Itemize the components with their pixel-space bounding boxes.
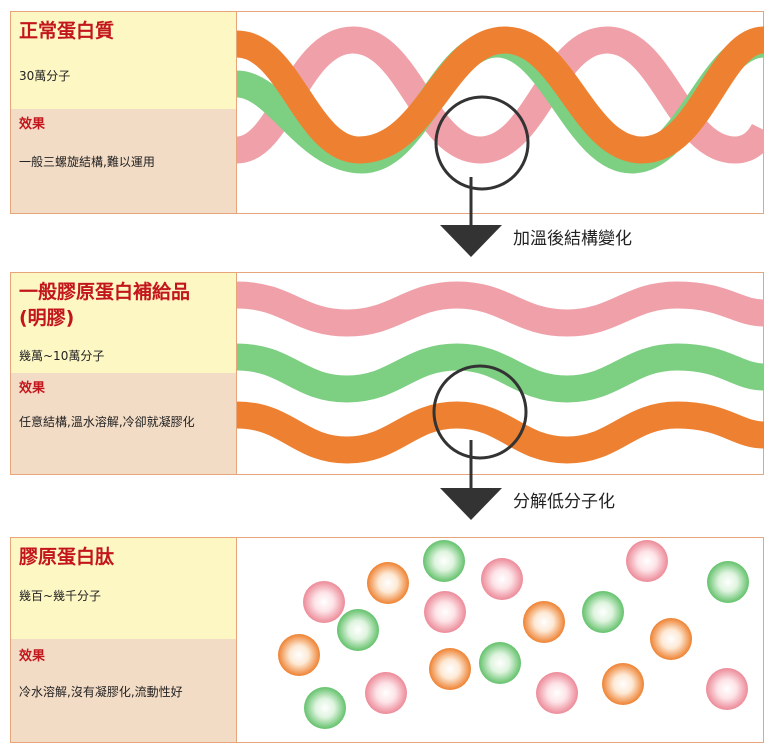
pink-particle-icon — [626, 540, 668, 582]
panel-title: 一般膠原蛋白補給品 — [19, 281, 191, 303]
molecular-size: 幾百~幾千分子 — [19, 589, 102, 603]
orange-particle-icon — [367, 562, 409, 604]
orange-strand — [237, 26, 764, 164]
info-column: 膠原蛋白肽 幾百~幾千分子 效果 冷水溶解,沒有凝膠化,流動性好 — [11, 538, 237, 742]
info-effect: 效果 冷水溶解,沒有凝膠化,流動性好 — [11, 639, 236, 742]
green-particle-icon — [479, 642, 521, 684]
triple-helix-diagram — [237, 26, 764, 191]
green-particle-icon — [707, 561, 749, 603]
pink-particle-icon — [303, 581, 345, 623]
green-particle-icon — [337, 609, 379, 651]
effect-text: 任意結構,溫水溶解,冷卻就凝膠化 — [19, 415, 195, 429]
orange-particle-icon — [278, 634, 320, 676]
info-effect: 效果 任意結構,溫水溶解,冷卻就凝膠化 — [11, 373, 236, 474]
panel-title-line2: (明膠) — [19, 307, 75, 329]
info-header: 正常蛋白質 30萬分子 — [11, 12, 236, 111]
effect-label: 效果 — [19, 117, 46, 132]
molecular-size: 30萬分子 — [19, 69, 71, 83]
magnifier-circle-icon — [432, 364, 528, 460]
orange-particle-icon — [650, 618, 692, 660]
green-strand — [237, 343, 764, 403]
pink-strand — [237, 26, 764, 164]
orange-particle-icon — [523, 601, 565, 643]
pink-particle-icon — [424, 591, 466, 633]
pink-particle-icon — [365, 672, 407, 714]
effect-label: 效果 — [19, 649, 46, 664]
pink-particle-icon — [536, 672, 578, 714]
panel-gelatin: 一般膠原蛋白補給品 (明膠) 幾萬~10萬分子 效果 任意結構,溫水溶解,冷卻就… — [10, 272, 764, 475]
green-particle-icon — [304, 687, 346, 729]
info-column: 正常蛋白質 30萬分子 效果 一般三螺旋結構,難以運用 — [11, 12, 237, 213]
orange-strand — [237, 401, 764, 464]
effect-label: 效果 — [19, 381, 46, 396]
orange-particle-icon — [429, 648, 471, 690]
magnifier-circle-icon — [434, 95, 530, 191]
step-label: 加溫後結構變化 — [513, 229, 632, 249]
info-effect: 效果 一般三螺旋結構,難以運用 — [11, 109, 236, 213]
panel-title: 正常蛋白質 — [19, 20, 115, 42]
green-particle-icon — [423, 540, 465, 582]
random-strands-diagram — [237, 281, 764, 464]
info-column: 一般膠原蛋白補給品 (明膠) 幾萬~10萬分子 效果 任意結構,溫水溶解,冷卻就… — [11, 273, 237, 474]
orange-particle-icon — [602, 663, 644, 705]
step-label: 分解低分子化 — [513, 492, 615, 512]
pink-particle-icon — [481, 558, 523, 600]
info-header: 膠原蛋白肽 幾百~幾千分子 — [11, 538, 236, 641]
green-particle-icon — [582, 591, 624, 633]
info-header: 一般膠原蛋白補給品 (明膠) 幾萬~10萬分子 — [11, 273, 236, 375]
pink-strand — [237, 281, 764, 337]
pink-particle-icon — [706, 668, 748, 710]
panel-title: 膠原蛋白肽 — [19, 546, 115, 568]
panel-collagen-peptide: 膠原蛋白肽 幾百~幾千分子 效果 冷水溶解,沒有凝膠化,流動性好 — [10, 537, 764, 743]
molecular-size: 幾萬~10萬分子 — [19, 349, 105, 363]
effect-text: 冷水溶解,沒有凝膠化,流動性好 — [19, 685, 183, 699]
panel-normal-protein: 正常蛋白質 30萬分子 效果 一般三螺旋結構,難以運用 — [10, 11, 764, 214]
down-arrow-icon — [440, 177, 502, 257]
effect-text: 一般三螺旋結構,難以運用 — [19, 155, 155, 169]
down-arrow-icon — [440, 440, 502, 520]
peptide-particles-diagram — [278, 540, 749, 729]
